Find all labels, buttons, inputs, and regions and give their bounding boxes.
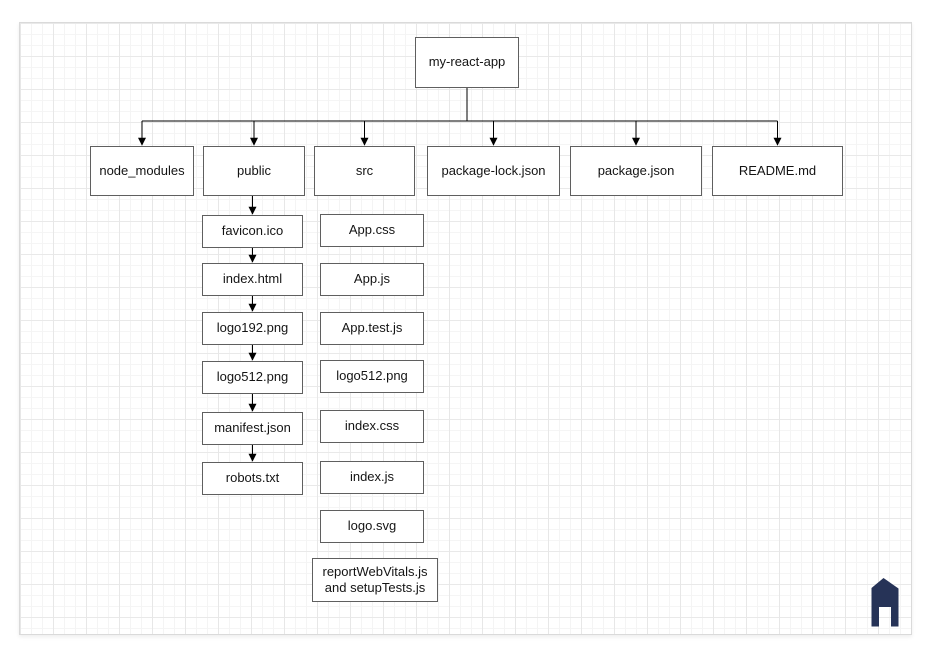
node-logo512-png-src[interactable]: logo512.png: [320, 360, 424, 393]
node-reportwebvitals-setuptests[interactable]: reportWebVitals.js and setupTests.js: [312, 558, 438, 602]
node-index-css[interactable]: index.css: [320, 410, 424, 443]
node-app-js[interactable]: App.js: [320, 263, 424, 296]
brand-logo-icon[interactable]: [870, 577, 900, 628]
node-my-react-app[interactable]: my-react-app: [415, 37, 519, 88]
node-src[interactable]: src: [314, 146, 415, 196]
diagram-canvas: [19, 22, 912, 635]
node-app-test-js[interactable]: App.test.js: [320, 312, 424, 345]
node-public[interactable]: public: [203, 146, 305, 196]
node-readme-md[interactable]: README.md: [712, 146, 843, 196]
node-logo512-png-public[interactable]: logo512.png: [202, 361, 303, 394]
node-index-html[interactable]: index.html: [202, 263, 303, 296]
node-logo-svg[interactable]: logo.svg: [320, 510, 424, 543]
node-app-css[interactable]: App.css: [320, 214, 424, 247]
node-package-json[interactable]: package.json: [570, 146, 702, 196]
node-favicon-ico[interactable]: favicon.ico: [202, 215, 303, 248]
node-manifest-json[interactable]: manifest.json: [202, 412, 303, 445]
node-robots-txt[interactable]: robots.txt: [202, 462, 303, 495]
node-logo192-png[interactable]: logo192.png: [202, 312, 303, 345]
node-package-lock-json[interactable]: package-lock.json: [427, 146, 560, 196]
node-index-js[interactable]: index.js: [320, 461, 424, 494]
node-node-modules[interactable]: node_modules: [90, 146, 194, 196]
